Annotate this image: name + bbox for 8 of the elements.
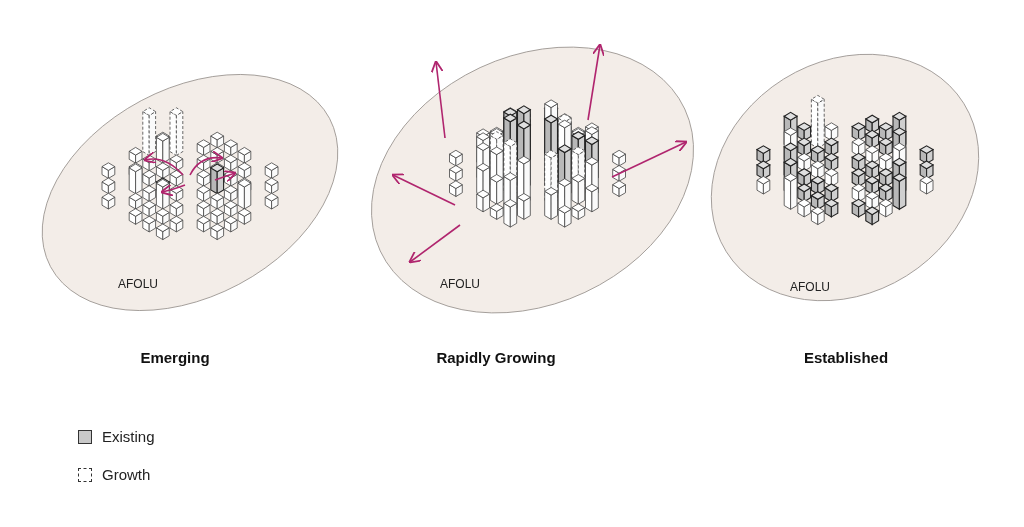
stage-caption: Rapidly Growing [436,349,556,366]
region-label: AFOLU [440,277,480,291]
stage-caption: Emerging [140,349,210,366]
legend-label: Existing [102,428,155,445]
region-label: AFOLU [790,280,830,294]
legend-label: Growth [102,466,151,483]
stage-caption: Established [803,349,889,366]
region-label: AFOLU [118,277,158,291]
